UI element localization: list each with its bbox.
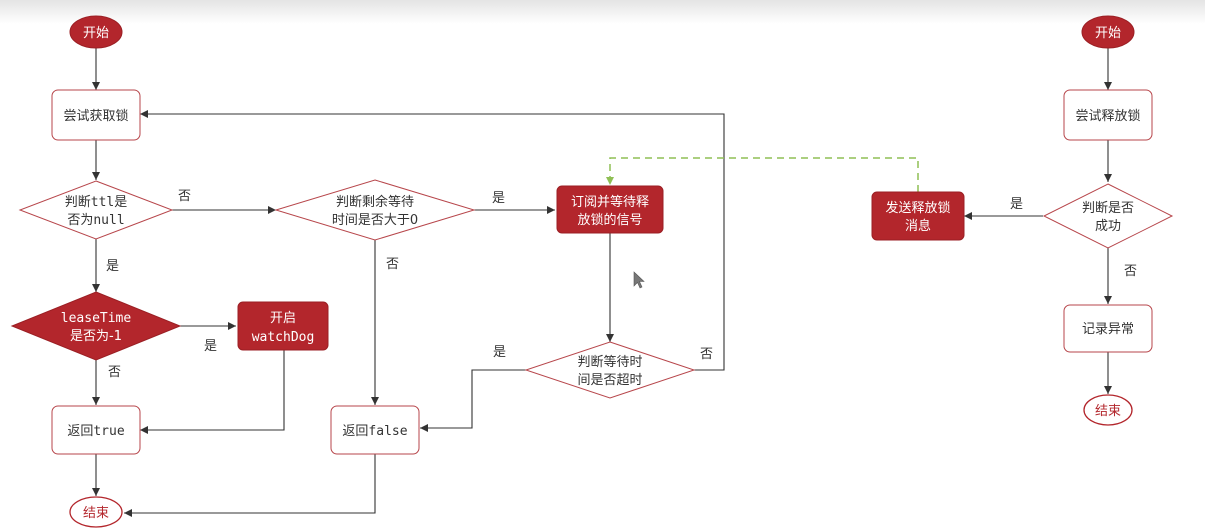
mouse-cursor-icon [633, 271, 645, 289]
edge-label-timeout-no: 否 [700, 347, 713, 362]
edge-label-success-no: 否 [1124, 264, 1137, 279]
node-judge-timeout-line2: 间是否超时 [577, 373, 642, 388]
edge-timeout-yes [420, 369, 527, 432]
node-record-error-label: 记录异常 [1082, 322, 1134, 337]
node-end-right: 结束 [1083, 394, 1133, 426]
node-subscribe-wait-line2: 放锁的信号 [577, 212, 642, 228]
node-try-acquire-label: 尝试获取锁 [63, 108, 128, 124]
node-return-false-label: 返回false [342, 424, 407, 439]
edge-label-success-yes: 是 [1010, 197, 1023, 212]
node-lease-time-line2: 是否为-1 [70, 329, 122, 344]
node-judge-ttl-line2: 否为null [67, 213, 124, 228]
node-watchdog-line2: watchDog [252, 330, 315, 345]
node-judge-success-line1: 判断是否 [1082, 201, 1134, 216]
node-judge-remaining-line1: 判断剩余等待 [336, 194, 414, 210]
node-try-release-label: 尝试释放锁 [1075, 108, 1140, 124]
node-judge-ttl: 判断ttl是 否为null [18, 180, 174, 240]
node-start-right-label: 开始 [1095, 26, 1121, 41]
edge-label-ttl-yes: 是 [106, 259, 119, 274]
node-record-error: 记录异常 [1063, 304, 1153, 353]
node-judge-remaining: 判断剩余等待 时间是否大于0 [274, 179, 476, 241]
top-bar [0, 0, 1205, 24]
edge-label-timeout-yes: 是 [493, 345, 506, 360]
edge-label-lease-yes: 是 [204, 339, 217, 354]
node-subscribe-wait-line1: 订阅并等待释 [571, 194, 649, 210]
node-judge-timeout: 判断等待时 间是否超时 [524, 341, 696, 399]
node-judge-success-line2: 成功 [1095, 219, 1121, 234]
node-subscribe-wait: 订阅并等待释 放锁的信号 [556, 185, 664, 234]
node-start-left-label: 开始 [83, 26, 109, 41]
node-end-left-label: 结束 [83, 506, 109, 521]
node-watchdog-line1: 开启 [270, 311, 296, 326]
edge-false-to-end [124, 454, 376, 517]
node-return-true: 返回true [51, 405, 141, 455]
node-try-acquire: 尝试获取锁 [51, 89, 141, 141]
node-send-release: 发送释放锁 消息 [871, 191, 965, 241]
node-end-right-label: 结束 [1095, 404, 1121, 419]
node-return-false: 返回false [330, 405, 420, 455]
node-return-true-label: 返回true [67, 424, 124, 439]
node-judge-remaining-line2: 时间是否大于0 [332, 213, 418, 228]
edge-label-ttl-no: 否 [178, 189, 191, 204]
edge-timeout-no-loop [140, 110, 725, 371]
node-send-release-line1: 发送释放锁 [885, 200, 950, 216]
node-start-right: 开始 [1081, 15, 1135, 49]
node-lease-time-line1: leaseTime [61, 311, 132, 326]
node-try-release: 尝试释放锁 [1063, 89, 1153, 141]
node-watchdog: 开启 watchDog [237, 301, 329, 351]
edge-label-remaining-no: 否 [386, 257, 399, 272]
node-judge-success: 判断是否 成功 [1042, 183, 1174, 249]
node-end-left: 结束 [69, 496, 123, 528]
node-start-left: 开始 [69, 15, 123, 49]
node-send-release-line2: 消息 [905, 218, 931, 234]
node-judge-timeout-line1: 判断等待时 [577, 354, 642, 370]
edge-watchdog-to-true [140, 350, 285, 434]
edge-label-remaining-yes: 是 [492, 191, 505, 206]
node-lease-time: leaseTime 是否为-1 [10, 291, 182, 361]
node-judge-ttl-line1: 判断ttl是 [65, 195, 127, 210]
edge-label-lease-no: 否 [108, 365, 121, 380]
edge-release-signal-dashed [606, 157, 919, 192]
